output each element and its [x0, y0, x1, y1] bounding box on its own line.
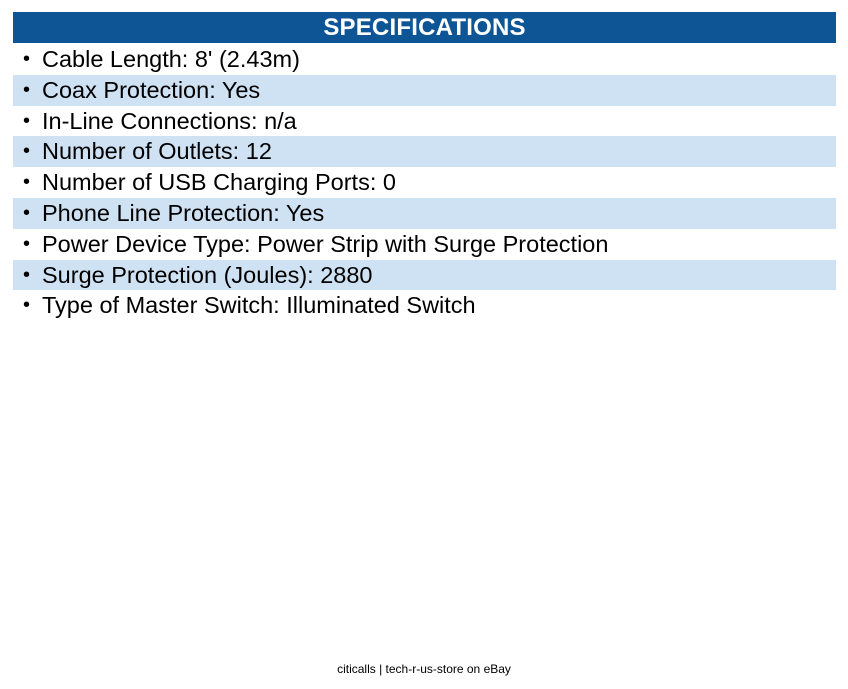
specifications-list: • Cable Length: 8' (2.43m) • Coax Protecti… [13, 44, 836, 321]
bullet-icon: • [23, 78, 31, 101]
spec-text: Power Device Type: Power Strip with Surg… [42, 230, 609, 257]
spec-text: Number of Outlets: 12 [42, 138, 272, 165]
bullet-icon: • [23, 109, 31, 132]
bullet-icon: • [23, 232, 31, 255]
spec-row-number-of-outlets: • Number of Outlets: 12 [13, 136, 836, 168]
spec-row-master-switch: • Type of Master Switch: Illuminated Swit… [13, 290, 836, 321]
spec-row-inline-connections: • In-Line Connections: n/a [13, 106, 836, 137]
spec-text: Cable Length: 8' (2.43m) [42, 46, 300, 72]
spec-row-phone-line-protection: • Phone Line Protection: Yes [13, 197, 836, 229]
specifications-header: SPECIFICATIONS [13, 12, 836, 43]
bullet-icon: • [23, 294, 31, 317]
bullet-icon: • [23, 48, 31, 70]
footer-credit: citicalls | tech-r-us-store on eBay [337, 662, 511, 676]
spec-text: Coax Protection: Yes [42, 76, 261, 103]
bullet-icon: • [23, 263, 31, 286]
spec-text: Phone Line Protection: Yes [42, 199, 325, 226]
bullet-icon: • [23, 171, 31, 194]
bullet-icon: • [23, 140, 31, 163]
spec-text: Number of USB Charging Ports: 0 [42, 169, 396, 196]
bullet-icon: • [23, 201, 31, 224]
spec-row-surge-protection: • Surge Protection (Joules): 2880 [13, 259, 836, 291]
spec-row-usb-ports: • Number of USB Charging Ports: 0 [13, 167, 836, 198]
spec-text: In-Line Connections: n/a [42, 107, 297, 134]
spec-row-power-device-type: • Power Device Type: Power Strip with Sur… [13, 229, 836, 260]
spec-text: Type of Master Switch: Illuminated Switc… [42, 292, 476, 319]
spec-row-cable-length: • Cable Length: 8' (2.43m) [13, 44, 836, 75]
spec-text: Surge Protection (Joules): 2880 [42, 261, 373, 288]
spec-row-coax-protection: • Coax Protection: Yes [13, 74, 836, 106]
